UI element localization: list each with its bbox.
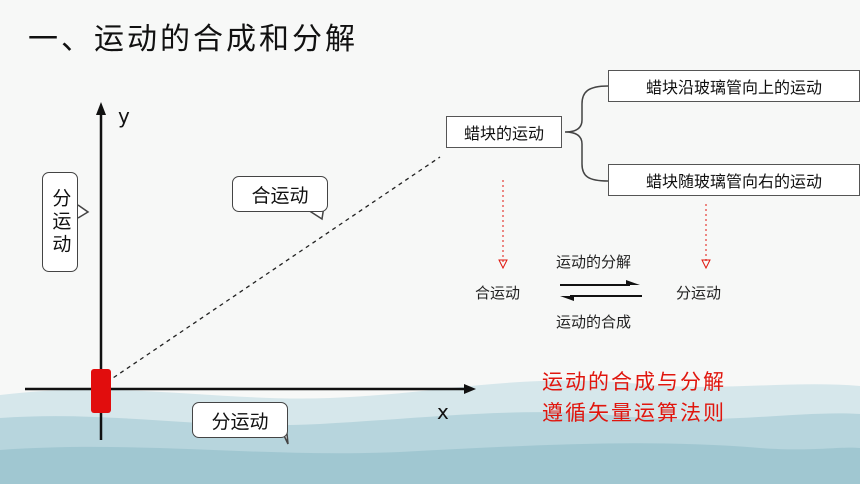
page-title: 一、运动的合成和分解	[28, 22, 358, 57]
vector-rule-line-2: 遵循矢量运算法则	[542, 401, 726, 425]
wave-background-front	[0, 443, 860, 484]
bubble-tail-vertical	[77, 204, 90, 219]
combined-motion-label: 合运动	[475, 284, 521, 302]
x-axis-arrow	[464, 384, 476, 394]
y-axis-arrow	[96, 102, 106, 115]
x-axis-label: x	[437, 400, 449, 424]
dotted-arrowhead-combined	[498, 259, 508, 270]
decompose-arrowhead	[626, 280, 640, 285]
vector-rule-note: 运动的合成与分解 遵循矢量运算法则	[542, 367, 726, 429]
dotted-arrowhead-component	[701, 259, 711, 270]
component-motion-label: 分运动	[676, 284, 722, 302]
bubble-resultant: 合运动	[232, 176, 328, 212]
curly-brace	[564, 85, 609, 182]
bubble-vertical-component: 分运动	[42, 172, 78, 272]
bubble-horizontal-component: 分运动	[192, 402, 288, 438]
compose-arrowhead	[560, 296, 574, 301]
concept-branch-right-box: 蜡块随玻璃管向右的运动	[608, 164, 860, 196]
resultant-path-dashed	[106, 156, 441, 383]
concept-branch-up-box: 蜡块沿玻璃管向上的运动	[608, 70, 860, 102]
wax-block	[91, 369, 111, 413]
compose-label: 运动的合成	[556, 313, 632, 331]
vector-rule-line-1: 运动的合成与分解	[542, 370, 726, 394]
decompose-label: 运动的分解	[556, 253, 632, 271]
concept-root-box: 蜡块的运动	[446, 116, 562, 148]
y-axis-label: y	[118, 104, 130, 128]
